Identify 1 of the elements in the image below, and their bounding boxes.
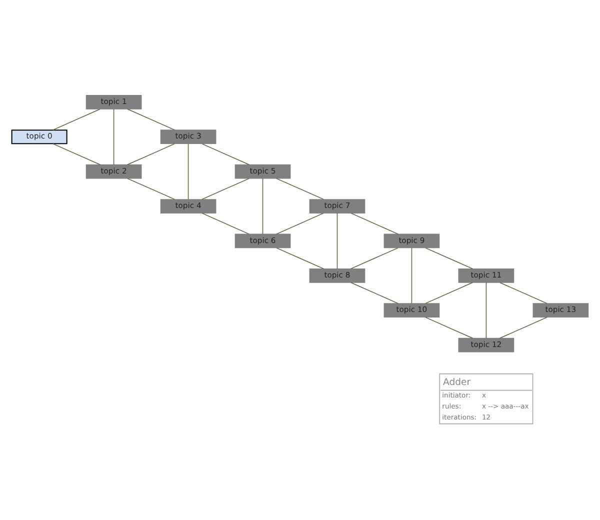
label: Adder [443,377,471,388]
